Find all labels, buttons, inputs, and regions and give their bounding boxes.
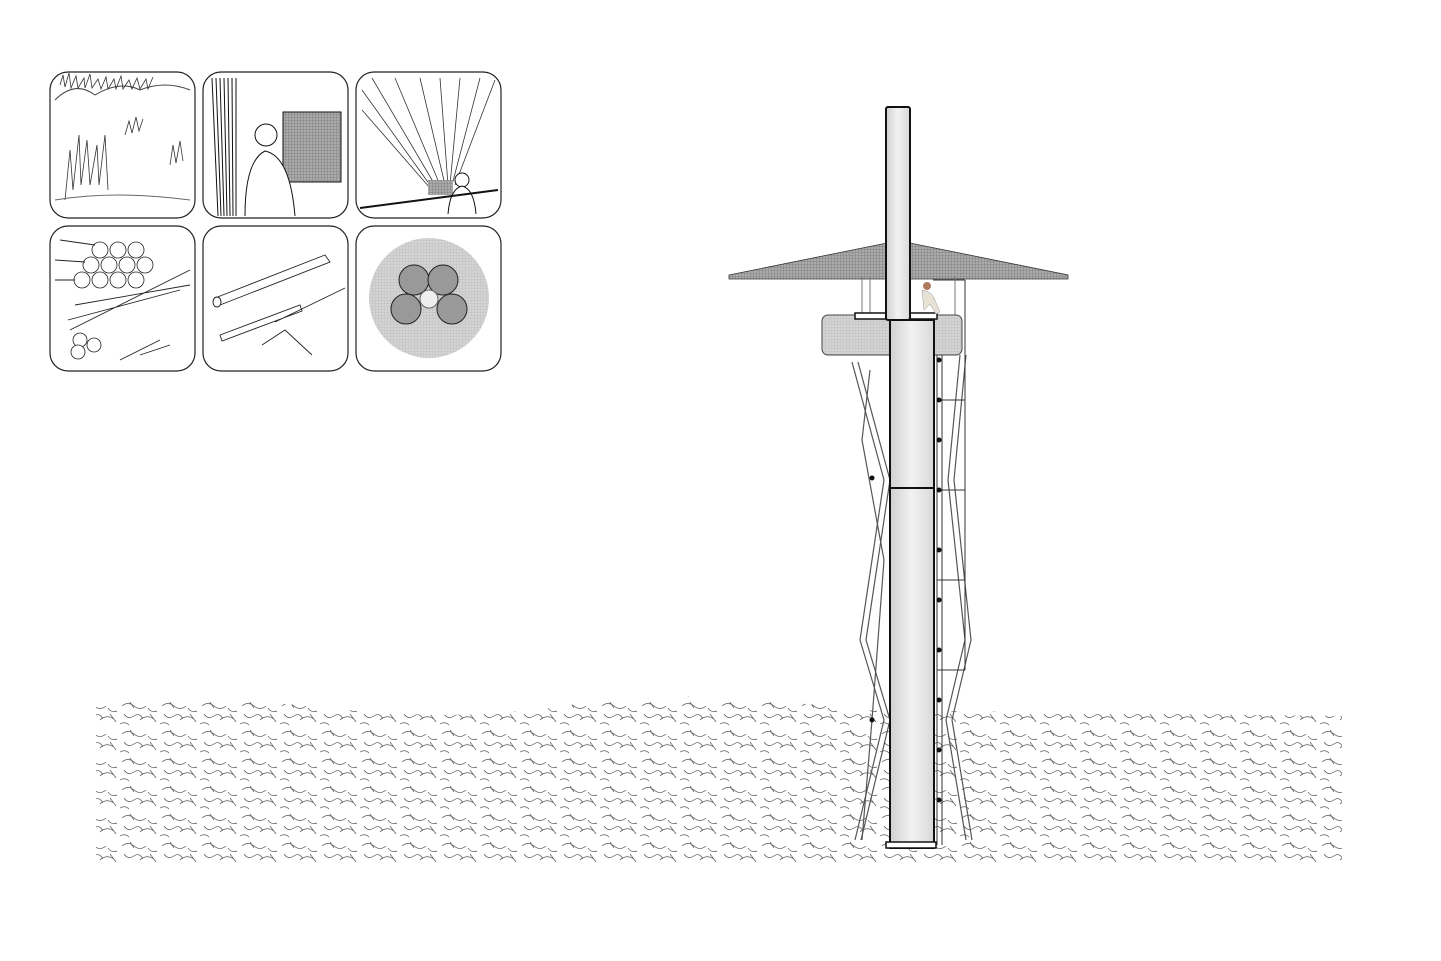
panel-column-section-plan <box>355 225 502 372</box>
reed-tower <box>728 106 1069 849</box>
ladder <box>933 279 966 845</box>
ground-section <box>96 696 1342 862</box>
central-column <box>889 319 935 849</box>
panel-harvesting-reeds <box>202 71 349 219</box>
person-figure <box>921 282 941 315</box>
panel-reed-field <box>49 71 196 219</box>
panel-bundling-reeds <box>355 71 502 219</box>
panel-cut-reed-poles <box>202 225 349 372</box>
panel-stacked-reed-bundles <box>49 225 196 372</box>
mast <box>885 106 911 321</box>
